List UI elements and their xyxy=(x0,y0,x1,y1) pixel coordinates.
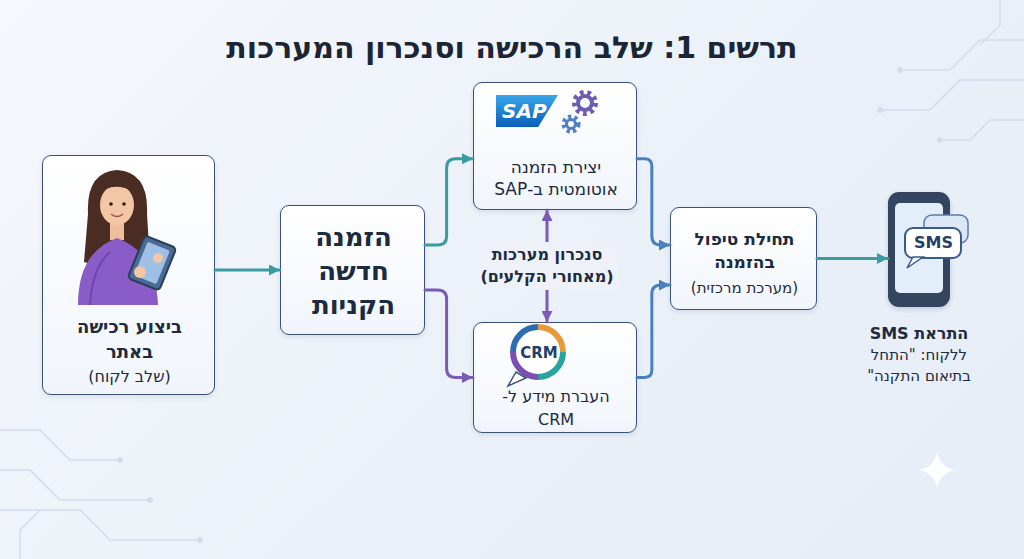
connector-arrow xyxy=(637,159,670,245)
node-text: (מערכת מרכזית) xyxy=(674,278,815,298)
node-text: הזמנה חדשה הקניות xyxy=(293,220,414,322)
system-box: SAP יצירת הזמנה אוטומטית ב-SAP xyxy=(473,82,637,210)
connector-arrow xyxy=(425,159,473,245)
circuit-line xyxy=(900,40,1024,70)
node-text: (שלב לקוח) xyxy=(51,366,208,388)
bubble-text: SMS xyxy=(905,228,962,258)
circuit-line xyxy=(20,510,40,559)
logo-text: SAP xyxy=(496,95,558,127)
node-text: יצירת הזמנה אוטומטית ב-SAP xyxy=(476,156,636,200)
circuit-line xyxy=(880,80,1024,110)
circuit-line xyxy=(940,120,1024,140)
node-text: תחילת טיפול בהזמנה xyxy=(674,228,815,274)
actor-box: ביצוע רכישה באתר(שלב לקוח) xyxy=(42,155,215,395)
circuit-line xyxy=(0,430,120,460)
circuit-dots xyxy=(117,67,943,543)
logo-text: CRM xyxy=(514,343,564,363)
node-text: ללקוח: "התחל בתיאום התקנה" xyxy=(849,345,989,387)
diagram-title: תרשים 1: שלב הרכישה וסנכרון המערכות xyxy=(112,30,912,65)
connector-arrow xyxy=(637,285,670,378)
circuit-dot xyxy=(147,497,153,503)
edge-label: סנכרון מערכות (מאחורי הקלעים) xyxy=(477,242,617,290)
process-box: תחילת טיפול בהזמנה (מערכת מרכזית) xyxy=(670,207,817,310)
node-text: ביצוע רכישה באתר xyxy=(51,314,208,364)
circuit-dot xyxy=(197,537,203,543)
circuit-line xyxy=(0,510,200,540)
node-text: העברת מידע ל-CRM xyxy=(496,385,616,431)
process-box: הזמנה חדשה הקניות xyxy=(280,205,425,335)
circuit-dot xyxy=(897,67,903,73)
circuit-line xyxy=(980,0,1000,45)
connector-arrow xyxy=(425,290,473,378)
connector-arrow xyxy=(215,269,280,272)
circuit-dot xyxy=(877,107,883,113)
circuit-dot xyxy=(117,457,123,463)
node-heading: התראת SMS xyxy=(849,323,989,344)
sparkle xyxy=(919,452,955,488)
connector-arrow xyxy=(817,257,888,260)
circuit-dot xyxy=(937,137,943,143)
circuit-line xyxy=(0,470,150,500)
system-box: CRM העברת מידע ל-CRM xyxy=(473,322,637,433)
phone-node: SMSהתראת SMSללקוח: "התחל בתיאום התקנה" xyxy=(888,192,950,307)
